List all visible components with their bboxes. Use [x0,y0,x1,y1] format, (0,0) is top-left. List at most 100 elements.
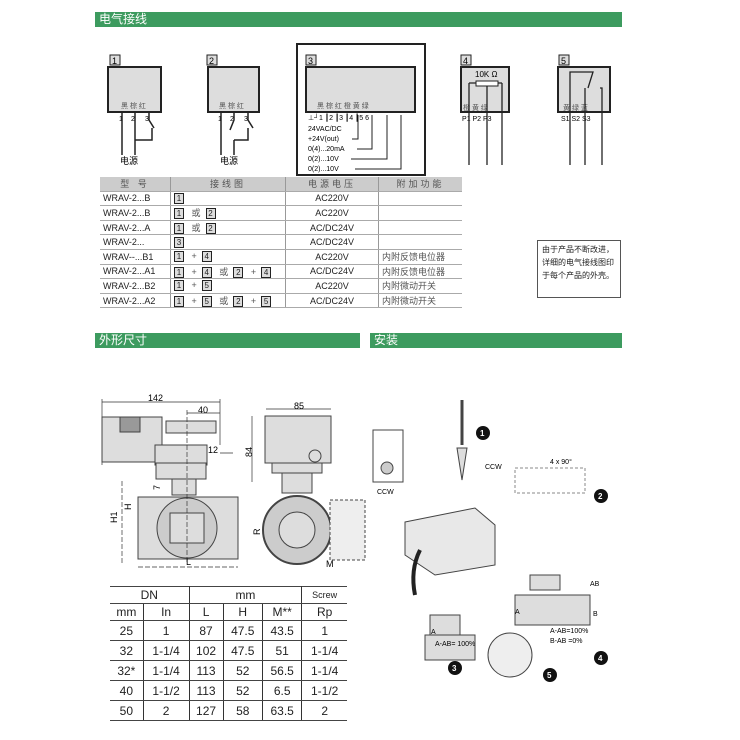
svg-text:黄 绿 蓝: 黄 绿 蓝 [563,103,588,112]
svg-text:4: 4 [463,56,468,66]
svg-text:2: 2 [230,116,234,123]
svg-text:5: 5 [547,671,552,680]
table-cell: 127 [188,700,224,721]
model-cell: WRAV-2...A1 [100,264,171,280]
voltage-cell: AC/DC24V [285,220,379,236]
svg-text:24VAC/DC: 24VAC/DC [308,126,342,133]
svg-text:2: 2 [598,492,603,501]
svg-text:M: M [326,559,334,569]
diagram-number: 4 [201,251,212,263]
svg-text:3: 3 [452,664,457,673]
svg-text:⊥┘1 ┃2 ┃3 ┃4 ┃5 6: ⊥┘1 ┃2 ┃3 ┃4 ┃5 6 [308,113,369,122]
table-cell: 113 [188,680,224,701]
diagram-connector: + [191,266,197,277]
voltage-cell: AC220V [285,205,379,221]
svg-text:CCW: CCW [377,489,394,496]
svg-text:A-AB=100%: A-AB=100% [550,628,588,635]
header-dn: DN [110,586,190,604]
svg-text:2: 2 [131,116,135,123]
diagram-number: 5 [201,280,212,292]
svg-text:AB: AB [590,581,600,588]
diagram-cell: 3 [170,234,286,250]
svg-text:A: A [515,609,520,616]
svg-text:黑 棕 红 橙 黄 绿: 黑 棕 红 橙 黄 绿 [317,101,369,110]
table-cell: 1-1/2 [142,680,190,701]
table-cell: 1-1/4 [301,640,347,661]
table-cell: 47.5 [222,640,263,661]
model-cell: WRAV--...B1 [100,249,171,265]
diagram-number: 3 [174,236,184,248]
table-cell: 1-1/2 [301,680,347,701]
diagram-number: 5 [261,296,272,308]
header-function: 附加功能 [378,177,462,192]
step-markers: 1 2 3 4 5 [448,426,608,682]
diagram-cell: 1 +4 [170,249,286,265]
svg-text:H1: H1 [109,511,119,523]
voltage-cell: AC220V [285,249,379,265]
svg-text:0(2)...10V: 0(2)...10V [308,156,339,163]
voltage-cell: AC/DC24V [285,264,379,280]
diagram-number: 4 [261,266,272,278]
diagram-number: 2 [205,208,216,220]
table-header-row: 型 号 接线图 电源电压 附加功能 [100,177,462,192]
function-cell [378,234,462,250]
svg-text:B-AB =0%: B-AB =0% [550,638,583,645]
svg-text:A-AB= 100%: A-AB= 100% [435,641,475,648]
svg-text:CCW: CCW [485,464,502,471]
svg-text:84: 84 [244,447,254,457]
svg-text:7: 7 [152,485,162,490]
model-cell: WRAV-2... [100,234,171,250]
table-cell: 2 [142,700,190,721]
table-cell: 1-1/4 [301,660,347,681]
wiring-diagram-3: 3 黑 棕 红 橙 黄 绿 ⊥┘1 ┃2 ┃3 ┃4 ┃5 6 24VAC/DC… [296,43,426,176]
header-mm: mm [188,586,302,604]
wiring-diagram-5: 5 黄 绿 蓝 S1 S2 S3 [557,54,611,165]
table-cell: 113 [188,660,224,681]
diagram-cell: 1 +5 [170,278,286,294]
model-cell: WRAV-2...B2 [100,278,171,294]
table-cell: 32* [110,660,144,681]
table-cell: 43.5 [261,620,302,641]
svg-text:4: 4 [598,654,603,663]
diagram-number: 1 [174,251,184,263]
diagram-number: 1 [174,296,184,308]
model-cell: WRAV-2...A [100,220,171,236]
table-cell: 32 [110,640,144,661]
voltage-cell: AC220V [285,278,379,294]
dimension-drawing: 142 40 12 H1 H 7 L 85 84 R M [101,393,366,569]
diagram-number: 1 [174,280,184,292]
table-cell: 51 [261,640,302,661]
svg-text:S1 S2 S3: S1 S2 S3 [561,116,591,123]
function-cell: 内附微动开关 [378,293,462,309]
table-row: WRAV-2...3 AC/DC24V [100,234,462,250]
table-cell: 1-1/4 [142,640,190,661]
svg-text:3: 3 [145,116,149,123]
section-header-wiring: 电气接线 [95,12,622,27]
diagram-number: 1 [174,266,184,278]
table-cell: 50 [110,700,144,721]
wiring-diagram-4: 4 10K Ω 橙 黄 绿 P1 P2 P3 [460,54,510,165]
svg-text:142: 142 [148,393,163,403]
table-cell: 6.5 [261,680,302,701]
diagram-number: 1 [174,223,184,235]
table-cell: 87 [188,620,224,641]
diagram-connector: 或 [219,296,229,307]
svg-text:H: H [123,504,133,511]
diagram-number: 4 [201,266,212,278]
